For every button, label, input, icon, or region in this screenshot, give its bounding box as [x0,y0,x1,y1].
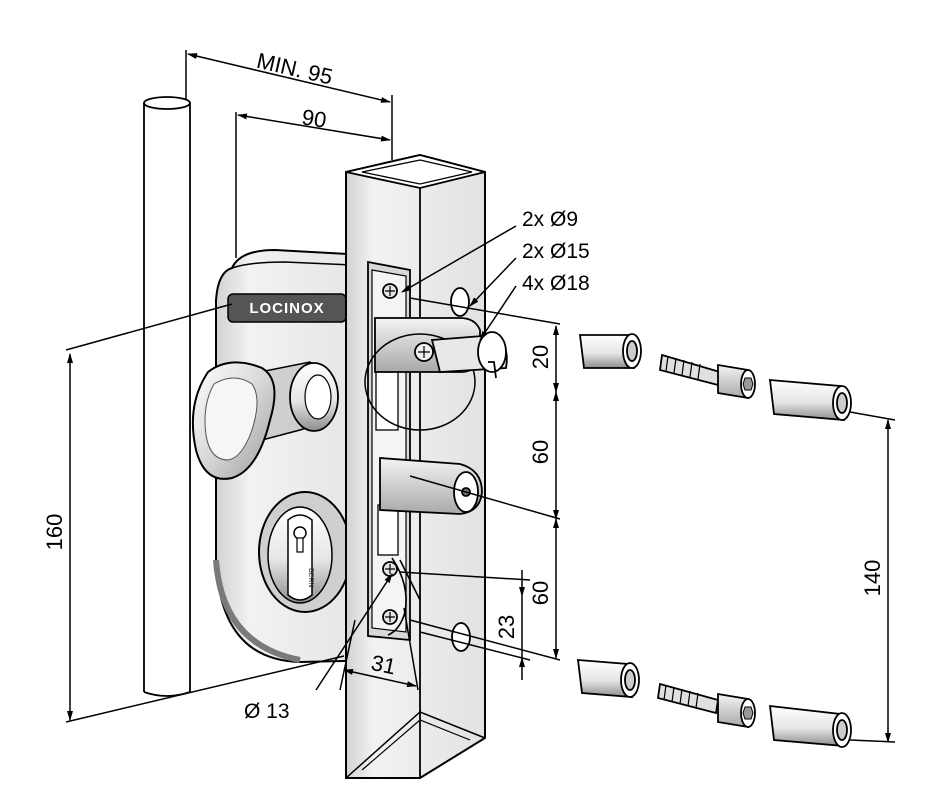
dim-23: 23 [494,615,519,639]
dim-140: 140 [860,560,885,597]
fixing-set-lower [576,659,852,748]
round-post [143,96,191,697]
dim-line-31 [343,669,417,687]
dim-line-90 [237,113,391,142]
dim-line-min95 [187,53,391,103]
dim-60-top: 60 [528,440,553,464]
dim-90: 90 [300,104,328,133]
extension-lines [65,50,896,743]
dim-20: 20 [528,345,553,369]
brand-label: LOCINOX [249,300,324,317]
fixing-set-upper [578,333,852,421]
cylinder-marking: BERN [307,568,314,587]
faceplate-screw [382,283,398,299]
callout-holes-15: 2x Ø15 [522,240,590,263]
callout-leaders [315,225,517,691]
lock-knob [191,361,339,480]
dimension-lines [67,53,891,743]
callout-holes-18: 4x Ø18 [522,272,590,295]
latch-bolt [364,317,508,431]
callout-holes-9: 2x Ø9 [522,208,578,231]
faceplate-screw [382,609,398,625]
post-hole-lower [451,622,471,652]
lock-cylinder: BERN [258,491,352,613]
dead-bolt [379,457,483,515]
dim-min95: MIN. 95 [254,48,335,90]
post-hole-upper [450,287,470,317]
lock-body: LOCINOX BERN [191,248,411,664]
callout-hole-13: Ø 13 [244,700,290,723]
dim-31: 31 [369,650,398,680]
dim-160: 160 [42,514,67,551]
dim-60-bottom: 60 [528,581,553,605]
